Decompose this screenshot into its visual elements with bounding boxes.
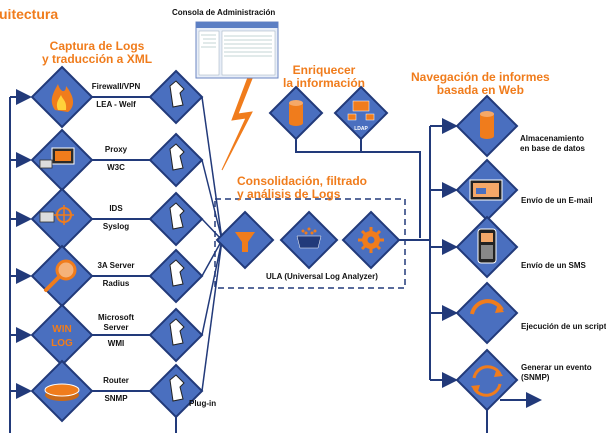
source-5-protocol: WMI: [107, 339, 125, 348]
ids-icon: [39, 205, 74, 225]
consolidate-heading-line-1: Consolidación, filtrado: [237, 174, 368, 188]
source-5-label: Microsoft Server WMI: [86, 313, 146, 349]
source-4-name: 3A Server: [97, 261, 135, 270]
console-label: Consola de Administración: [172, 8, 276, 17]
svg-text:WIN: WIN: [52, 324, 71, 335]
plugin-icon-3: [169, 202, 185, 230]
converging-lines: [201, 96, 223, 392]
lightning-bolt: [221, 63, 258, 171]
output-2-label: Envío de un E-mail: [521, 196, 593, 205]
capture-heading-line-1: Captura de Logs: [49, 39, 145, 53]
ula-dashed-box: [214, 198, 406, 289]
svg-text:LOG: LOG: [51, 338, 73, 349]
page-title: uitectura: [0, 6, 59, 22]
source-to-plugin-lines: [92, 96, 150, 392]
router-icon: [44, 383, 80, 401]
capture-heading-line-2: y traducción a XML: [42, 52, 153, 66]
ula-label: ULA (Universal Log Analyzer): [266, 272, 378, 281]
source-6-name: Router: [103, 376, 129, 385]
plugin-icon-5: [169, 318, 185, 346]
enrich-connectors: [295, 139, 421, 238]
source-2-label: Proxy W3C: [86, 145, 146, 173]
cylinder-icon: [289, 100, 303, 126]
navigation-heading-line-1: Navegación de informes: [411, 70, 550, 84]
enrich-diamonds: [268, 85, 389, 141]
bus-arrows: [10, 89, 32, 399]
source-2-name: Proxy: [104, 145, 128, 154]
source-6-label: Router SNMP: [86, 376, 146, 404]
script-icon: [470, 299, 504, 315]
plugin-icon-1: [169, 80, 185, 108]
source-5-name: Microsoft Server: [98, 313, 134, 332]
output-diamond-4: [455, 281, 519, 345]
event-icon: [471, 365, 503, 397]
plugin-icon-2: [169, 143, 185, 171]
source-diamonds: [30, 65, 94, 423]
right-bus-arrows: [430, 118, 458, 388]
funnel-icon: [235, 232, 255, 252]
source-3-name: IDS: [109, 204, 123, 213]
email-icon: [469, 179, 503, 201]
consolidate-heading: Consolidación, filtrado y análisis de Lo…: [237, 175, 367, 201]
event-out-arrow: [486, 400, 540, 433]
win-log-icon: WIN LOG: [51, 324, 73, 349]
svg-text:LDAP: LDAP: [354, 126, 368, 132]
computer-icon: [39, 147, 75, 169]
source-2-protocol: W3C: [107, 163, 125, 172]
filter-icon: [296, 227, 322, 249]
plugin-icon-6: [169, 374, 185, 402]
plugin-diamonds: [148, 69, 204, 419]
consolidate-heading-line-2: y análisis de Logs: [237, 187, 341, 201]
magnifier-icon: [44, 259, 77, 292]
source-4-label: 3A Server Radius: [86, 261, 146, 289]
source-4-protocol: Radius: [102, 279, 130, 288]
enrich-heading-line-1: Enriquecer: [292, 63, 356, 77]
source-1-name: Firewall/VPN: [91, 82, 141, 91]
source-3-protocol: Syslog: [102, 222, 130, 231]
navigation-heading: Navegación de informes basada en Web: [411, 71, 550, 97]
enrich-heading: Enriquecer la información: [283, 64, 365, 90]
plugin-label: Plug-in: [189, 399, 217, 408]
admin-console-window: [195, 21, 279, 79]
fire-icon: [51, 84, 74, 112]
source-diamond-5: [30, 303, 94, 367]
source-1-protocol: LEA - Welf: [96, 100, 136, 109]
plugin-icon-4: [169, 259, 185, 287]
source-6-protocol: SNMP: [104, 394, 128, 403]
source-1-label: Firewall/VPN LEA - Welf: [86, 82, 146, 110]
output-4-label: Ejecución de un script: [521, 322, 606, 331]
database-icon: [480, 111, 494, 139]
output-3-label: Envío de un SMS: [521, 261, 586, 270]
ldap-icon: LDAP: [347, 100, 375, 132]
output-5-label: Generar un evento (SNMP): [521, 363, 592, 382]
enrich-heading-line-2: la información: [283, 76, 366, 90]
plugin-icons: [169, 80, 185, 402]
output-1-label: Almacenamiento en base de datos: [520, 134, 585, 153]
phone-icon: [477, 228, 497, 264]
navigation-heading-line-2: basada en Web: [436, 83, 524, 97]
gear-icon: [358, 227, 384, 253]
source-3-label: IDS Syslog: [86, 204, 146, 232]
capture-heading: Captura de Logs y traducción a XML: [42, 40, 152, 66]
